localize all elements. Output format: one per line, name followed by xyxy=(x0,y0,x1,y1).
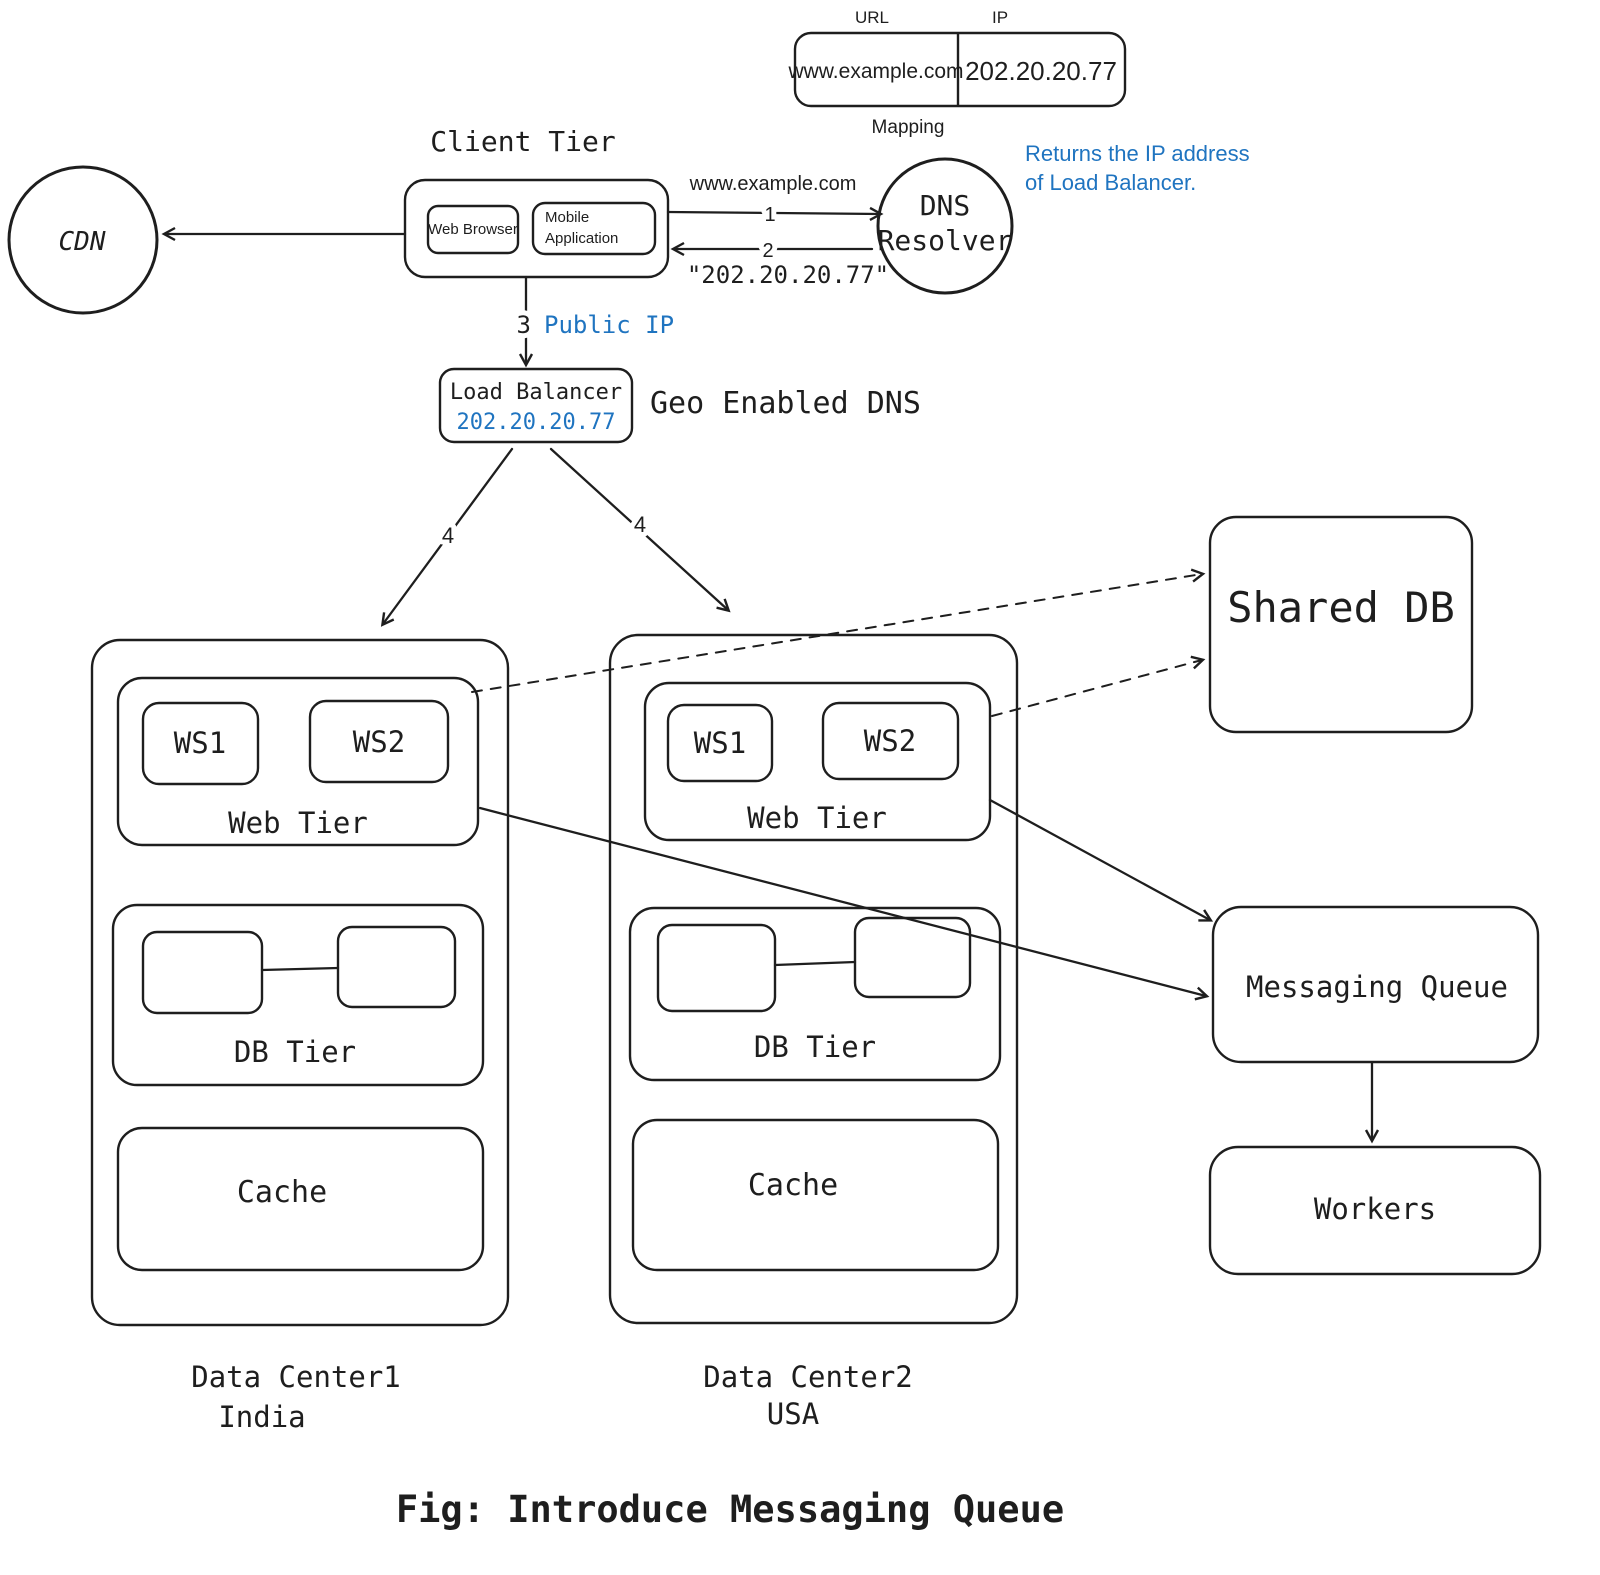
shared-db-box xyxy=(1208,515,1474,734)
dc2-db-node2-box xyxy=(853,916,972,999)
dns-resolver-label-line1: DNS xyxy=(920,189,971,222)
mapping-url-value: www.example.com xyxy=(787,60,963,83)
step2-number: 2 xyxy=(762,240,773,262)
dns-note: Returns the IP address of Load Balancer. xyxy=(1025,141,1250,195)
dc1-db-node2-box xyxy=(336,925,457,1009)
dc1-ws1-label: WS1 xyxy=(174,726,226,760)
geo-enabled-dns-note: Geo Enabled DNS xyxy=(650,386,921,421)
dc2-to-shared-db-dashed-arrow xyxy=(991,655,1206,717)
step3-number: 3 xyxy=(517,311,531,339)
client-to-dns-arrow xyxy=(666,206,884,221)
step2-flow: 2 "202.20.20.77" xyxy=(670,235,889,289)
step1-flow: www.example.com 1 xyxy=(666,173,884,231)
load-balancer-label: Load Balancer xyxy=(450,380,622,405)
step4-flows: 4 4 xyxy=(380,447,731,627)
dc1-region-label: India xyxy=(218,1400,305,1434)
url-column-header: URL xyxy=(855,8,889,27)
url-ip-mapping-table: URL IP www.example.com 202.20.20.77 Mapp… xyxy=(787,8,1127,138)
dns-resolver-label-line2: Resolver xyxy=(878,224,1013,257)
dc2-region-label: USA xyxy=(767,1397,819,1431)
workers-box xyxy=(1208,1145,1542,1276)
client-tier-box xyxy=(403,178,670,279)
step4-right-number: 4 xyxy=(634,512,646,537)
lb-to-dc2-arrow xyxy=(549,447,731,613)
dc1-db-tier-box xyxy=(111,903,485,1087)
dc1-cache-box xyxy=(116,1126,485,1272)
figure-caption: Fig: Introduce Messaging Queue xyxy=(396,1488,1064,1531)
ip-column-header: IP xyxy=(992,8,1008,27)
messaging-queue-label: Messaging Queue xyxy=(1246,970,1508,1004)
dc1-name-label: Data Center1 xyxy=(191,1360,401,1394)
load-balancer-node: Load Balancer 202.20.20.77 xyxy=(438,367,634,444)
step3-flow: 3 Public IP xyxy=(512,275,679,368)
dc2-web-tier-to-queue-arrow xyxy=(988,798,1214,922)
dc2-db-tier-label: DB Tier xyxy=(754,1030,876,1064)
mobile-application-label-line2: Application xyxy=(545,230,618,247)
lb-to-dc1-arrow xyxy=(380,447,514,627)
dc2-web-tier-box xyxy=(643,681,992,842)
workers-label: Workers xyxy=(1314,1192,1436,1226)
dns-resolver-circle xyxy=(876,157,1014,295)
client-tier: Client Tier Web Browser Mobile Applicati… xyxy=(403,125,670,279)
dc2-box xyxy=(608,633,1019,1325)
dc1-db-replication-link xyxy=(260,966,340,972)
cdn-label: CDN xyxy=(59,227,106,257)
dc1-web-tier-label: Web Tier xyxy=(228,806,368,840)
client-tier-title: Client Tier xyxy=(430,125,615,158)
dc1-cache-label: Cache xyxy=(237,1175,327,1210)
mapping-table-box xyxy=(793,31,1127,108)
step1-number: 1 xyxy=(764,204,775,226)
dc2-cache-box xyxy=(631,1118,1000,1272)
dns-note-line2: of Load Balancer. xyxy=(1025,170,1196,195)
mapping-ip-value: 202.20.20.77 xyxy=(965,56,1117,86)
workers-node: Workers xyxy=(1208,1145,1542,1276)
cdn-node: CDN xyxy=(7,165,159,315)
dc1-to-shared-db-dashed-arrow xyxy=(471,568,1206,693)
shared-db-node: Shared DB xyxy=(1208,515,1474,734)
dc1-ws1-box xyxy=(141,701,260,786)
step1-url-label: www.example.com xyxy=(689,173,857,195)
load-balancer-ip: 202.20.20.77 xyxy=(457,410,616,435)
dc1-ws2-box xyxy=(308,699,450,784)
dns-resolver-node: DNS Resolver xyxy=(876,157,1014,295)
data-center-1: WS1 WS2 Web Tier DB Tier Cache Data Cent… xyxy=(90,638,510,1434)
dc2-ws2-box xyxy=(821,701,960,781)
dc1-web-tier-to-queue-arrow xyxy=(478,806,1210,1001)
dc2-web-tier-label: Web Tier xyxy=(747,801,887,835)
dc2-ws1-label: WS1 xyxy=(694,726,746,760)
messaging-queue-box xyxy=(1211,905,1540,1064)
step2-ip-label: "202.20.20.77" xyxy=(687,261,889,289)
dc1-web-tier-box xyxy=(116,676,480,847)
dc1-db-node1-box xyxy=(141,930,264,1015)
cdn-circle xyxy=(7,165,159,315)
dc2-cache-label: Cache xyxy=(748,1168,838,1203)
web-browser-box xyxy=(426,204,520,255)
mobile-application-label-line1: Mobile xyxy=(545,209,589,226)
dc2-db-node1-box xyxy=(656,923,777,1013)
step4-left-number: 4 xyxy=(442,523,454,548)
mapping-caption: Mapping xyxy=(872,117,945,138)
load-balancer-box xyxy=(438,367,634,444)
mobile-application-box xyxy=(531,201,657,256)
web-browser-label: Web Browser xyxy=(428,221,518,238)
step3-public-ip-label: Public IP xyxy=(544,311,674,339)
dc2-ws2-label: WS2 xyxy=(864,724,916,758)
dc1-box xyxy=(90,638,510,1327)
messaging-queue-node: Messaging Queue xyxy=(1211,905,1540,1064)
dns-note-line1: Returns the IP address xyxy=(1025,141,1250,166)
dc2-ws1-box xyxy=(666,703,774,783)
dc1-db-tier-label: DB Tier xyxy=(234,1035,356,1069)
dc2-name-label: Data Center2 xyxy=(703,1360,913,1394)
dc2-db-tier-box xyxy=(628,906,1002,1082)
data-center-2: WS1 WS2 Web Tier DB Tier Cache Data Cent… xyxy=(608,633,1019,1431)
shared-db-label: Shared DB xyxy=(1227,583,1455,632)
dc1-ws2-label: WS2 xyxy=(353,725,405,759)
dc2-db-replication-link xyxy=(773,960,857,967)
